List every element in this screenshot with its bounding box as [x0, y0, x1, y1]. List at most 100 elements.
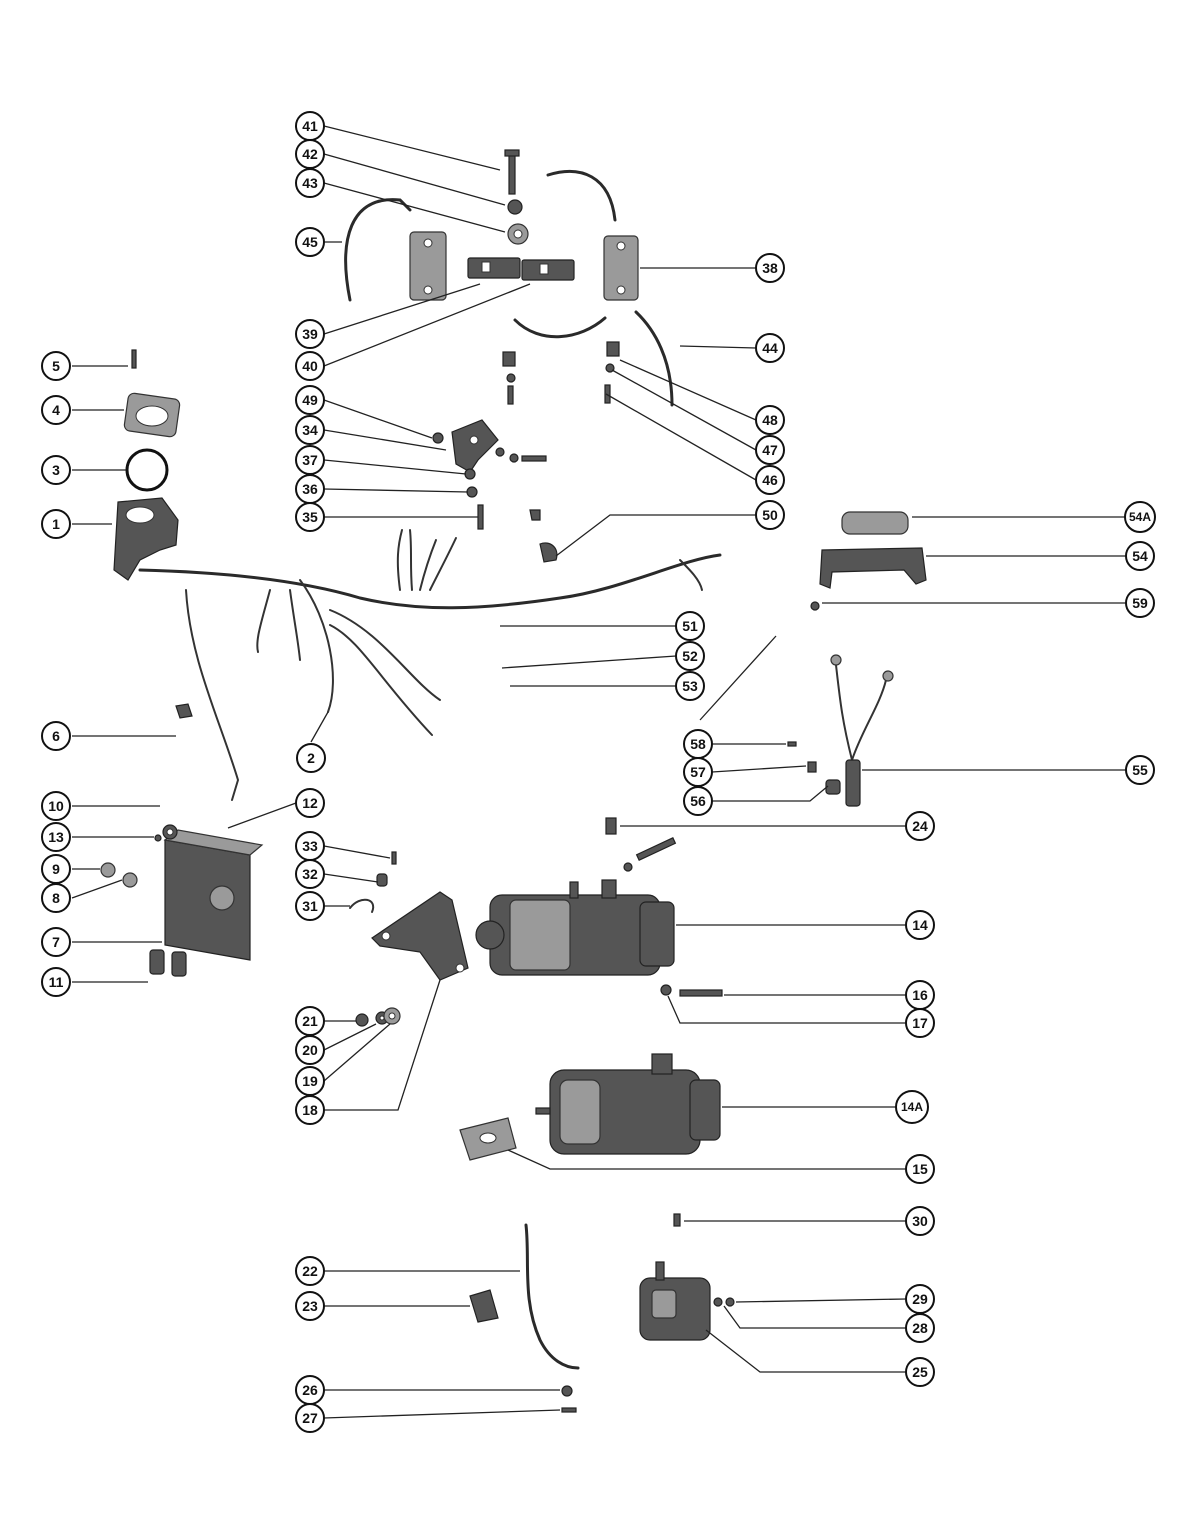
jumper-wire-bottom	[513, 316, 607, 339]
boot-23-part	[469, 1289, 499, 1323]
svg-text:18: 18	[302, 1102, 318, 1118]
svg-text:22: 22	[302, 1263, 318, 1279]
starter-bracket-part	[349, 851, 469, 1027]
svg-text:49: 49	[302, 392, 318, 408]
callout-16: 16	[905, 980, 935, 1010]
callout-56: 56	[683, 786, 713, 816]
svg-text:12: 12	[302, 795, 318, 811]
svg-text:56: 56	[690, 793, 706, 809]
starter-motor-part	[475, 879, 675, 976]
callout-29: 29	[905, 1284, 935, 1314]
svg-text:30: 30	[912, 1213, 928, 1229]
svg-text:21: 21	[302, 1013, 318, 1029]
callout-18: 18	[295, 1095, 325, 1125]
svg-text:37: 37	[302, 452, 318, 468]
callout-55: 55	[1125, 755, 1155, 785]
svg-text:36: 36	[302, 481, 318, 497]
svg-text:19: 19	[302, 1073, 318, 1089]
callout-48: 48	[755, 405, 785, 435]
svg-text:11: 11	[49, 974, 64, 990]
svg-text:13: 13	[48, 829, 64, 845]
callout-50: 50	[755, 500, 785, 530]
svg-text:4: 4	[52, 402, 60, 418]
svg-text:6: 6	[52, 728, 60, 744]
callout-7: 7	[41, 927, 71, 957]
svg-text:1: 1	[52, 516, 60, 532]
svg-text:5: 5	[52, 358, 60, 374]
callout-43: 43	[295, 168, 325, 198]
callout-54a: 54A	[1124, 501, 1156, 533]
terminal-strip-part	[819, 547, 927, 589]
callout-27: 27	[295, 1403, 325, 1433]
svg-text:48: 48	[762, 412, 778, 428]
callout-39: 39	[295, 319, 325, 349]
callout-5: 5	[41, 351, 71, 381]
callout-17: 17	[905, 1008, 935, 1038]
rectifier-part	[432, 419, 547, 530]
svg-text:53: 53	[682, 678, 698, 694]
callout-46: 46	[755, 465, 785, 495]
svg-text:29: 29	[912, 1291, 928, 1307]
callout-53: 53	[675, 671, 705, 701]
callout-4: 4	[41, 395, 71, 425]
terminal-strip-cover-part	[841, 511, 909, 535]
callout-37: 37	[295, 445, 325, 475]
svg-text:2: 2	[307, 750, 315, 766]
svg-text:46: 46	[762, 472, 778, 488]
svg-text:10: 10	[48, 798, 64, 814]
svg-text:33: 33	[302, 838, 318, 854]
callout-2: 2	[296, 743, 326, 773]
svg-text:54: 54	[1132, 548, 1148, 564]
callout-58: 58	[683, 729, 713, 759]
clip-part	[502, 351, 516, 367]
callout-41: 41	[295, 111, 325, 141]
callout-38: 38	[755, 253, 785, 283]
svg-text:20: 20	[302, 1042, 318, 1058]
svg-text:26: 26	[302, 1382, 318, 1398]
callout-20: 20	[295, 1035, 325, 1065]
callout-34: 34	[295, 415, 325, 445]
callout-15: 15	[905, 1154, 935, 1184]
callout-42: 42	[295, 139, 325, 169]
svg-text:15: 15	[912, 1161, 928, 1177]
svg-text:32: 32	[302, 866, 318, 882]
callout-33: 33	[295, 831, 325, 861]
svg-text:7: 7	[52, 934, 60, 950]
callout-57: 57	[683, 757, 713, 787]
callout-32: 32	[295, 859, 325, 889]
callout-52: 52	[675, 641, 705, 671]
callout-14a: 14A	[895, 1090, 929, 1124]
callout-24: 24	[905, 811, 935, 841]
callout-13: 13	[41, 822, 71, 852]
svg-text:14: 14	[912, 917, 928, 933]
svg-text:16: 16	[912, 987, 928, 1003]
lead-55-part	[830, 654, 894, 807]
svg-text:31: 31	[302, 898, 318, 914]
callout-labels: 41 42 43 45 38 39 40 44 48 47 46 49 34 3…	[41, 111, 1156, 1433]
svg-text:3: 3	[52, 462, 60, 478]
svg-text:54A: 54A	[1129, 510, 1151, 524]
svg-text:39: 39	[302, 326, 318, 342]
callout-10: 10	[41, 791, 71, 821]
battery-cable-part	[524, 1223, 580, 1370]
svg-text:57: 57	[690, 764, 706, 780]
callout-54: 54	[1125, 541, 1155, 571]
svg-text:24: 24	[912, 818, 928, 834]
svg-text:25: 25	[912, 1364, 928, 1380]
callout-31: 31	[295, 891, 325, 921]
starter-motor-14a-part	[535, 1053, 721, 1155]
callout-12: 12	[295, 788, 325, 818]
svg-text:58: 58	[690, 736, 706, 752]
svg-text:59: 59	[1132, 595, 1148, 611]
o-ring-3-part	[125, 448, 169, 492]
callout-36: 36	[295, 474, 325, 504]
part-6	[175, 703, 193, 719]
svg-text:55: 55	[1132, 762, 1148, 778]
callout-14: 14	[905, 910, 935, 940]
svg-text:23: 23	[302, 1298, 318, 1314]
callout-8: 8	[41, 883, 71, 913]
callout-28: 28	[905, 1313, 935, 1343]
svg-text:52: 52	[682, 648, 698, 664]
